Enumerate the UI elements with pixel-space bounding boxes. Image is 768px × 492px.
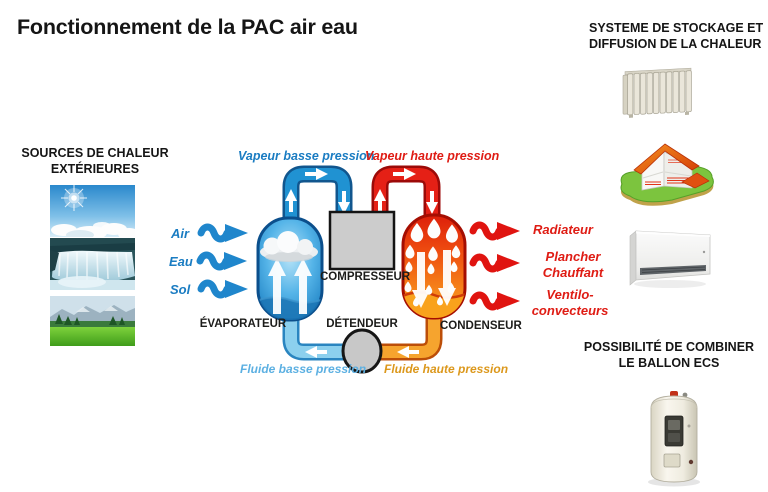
fan-convector-image xyxy=(629,230,711,288)
sun-sky-photo xyxy=(50,185,135,237)
source-label-sol: Sol xyxy=(170,282,191,297)
ballon-ecs-header: POSSIBILITÉ DE COMBINER LE BALLON ECS xyxy=(583,339,755,371)
liquid-high-pressure-pipe xyxy=(376,303,443,361)
house-floor-heating-image xyxy=(620,143,714,206)
air-flow-arrow-icon xyxy=(201,224,248,242)
plancher-line2: Chauffant xyxy=(542,265,604,280)
source-label-air: Air xyxy=(171,226,190,241)
condenser-vessel xyxy=(401,213,467,320)
evaporator-vessel xyxy=(256,216,324,322)
ballon-header-line1: POSSIBILITÉ DE COMBINER xyxy=(583,340,755,354)
radiator-image xyxy=(622,67,692,118)
liquid-low-pressure-pipe xyxy=(282,303,348,361)
compressor-box xyxy=(328,210,396,271)
ventilo-line2: convecteurs xyxy=(531,303,609,318)
evaporator-label: ÉVAPORATEUR xyxy=(199,318,287,330)
output-label-plancher-chauffant: Plancher Chauffant xyxy=(530,249,616,281)
storage-header-line2: DIFFUSION DE LA CHALEUR xyxy=(589,37,762,51)
storage-diffusion-header: SYSTEME DE STOCKAGE ET DIFFUSION DE LA C… xyxy=(589,20,763,52)
vapor-low-pressure-pipe xyxy=(282,165,353,237)
vapor-low-pressure-label: Vapeur basse pression xyxy=(238,149,375,163)
sol-flow-arrow-icon xyxy=(201,280,248,298)
plancher-line1: Plancher xyxy=(545,249,601,264)
vapor-high-pressure-label: Vapeur haute pression xyxy=(365,149,500,163)
waterfall-photo xyxy=(50,238,135,290)
heat-sources-header: SOURCES DE CHALEUR EXTÉRIEURES xyxy=(12,146,178,177)
expansion-valve xyxy=(341,328,383,374)
output-label-ventilo-convecteurs: Ventilo- convecteurs xyxy=(518,287,622,319)
meadow-photo xyxy=(50,296,135,346)
water-heater-image xyxy=(648,391,700,487)
sources-header-line1: SOURCES DE CHALEUR xyxy=(21,146,169,160)
liquid-high-pressure-label: Fluide haute pression xyxy=(384,362,509,376)
compressor-label: COMPRESSEUR xyxy=(320,271,411,283)
source-label-eau: Eau xyxy=(169,254,193,269)
eau-flow-arrow-icon xyxy=(200,252,247,270)
sun-icon xyxy=(61,185,87,211)
expansion-valve-label: DÉTENDEUR xyxy=(326,318,398,330)
page-title: Fonctionnement de la PAC air eau xyxy=(17,15,358,39)
plancher-flow-arrow-icon xyxy=(473,254,520,272)
condenser-label: CONDENSEUR xyxy=(440,320,522,332)
vapor-high-pressure-pipe xyxy=(371,165,441,228)
sources-header-line2: EXTÉRIEURES xyxy=(50,161,140,176)
liquid-low-pressure-label: Fluide basse pression xyxy=(240,362,367,376)
cloud-icon xyxy=(260,231,318,262)
ventilo-line1: Ventilo- xyxy=(546,287,594,302)
ventilo-flow-arrow-icon xyxy=(473,292,520,310)
radiateur-flow-arrow-icon xyxy=(473,222,520,240)
ballon-header-line2: LE BALLON ECS xyxy=(618,356,720,370)
storage-header-line1: SYSTEME DE STOCKAGE ET xyxy=(589,21,764,35)
output-label-radiateur: Radiateur xyxy=(533,222,593,237)
